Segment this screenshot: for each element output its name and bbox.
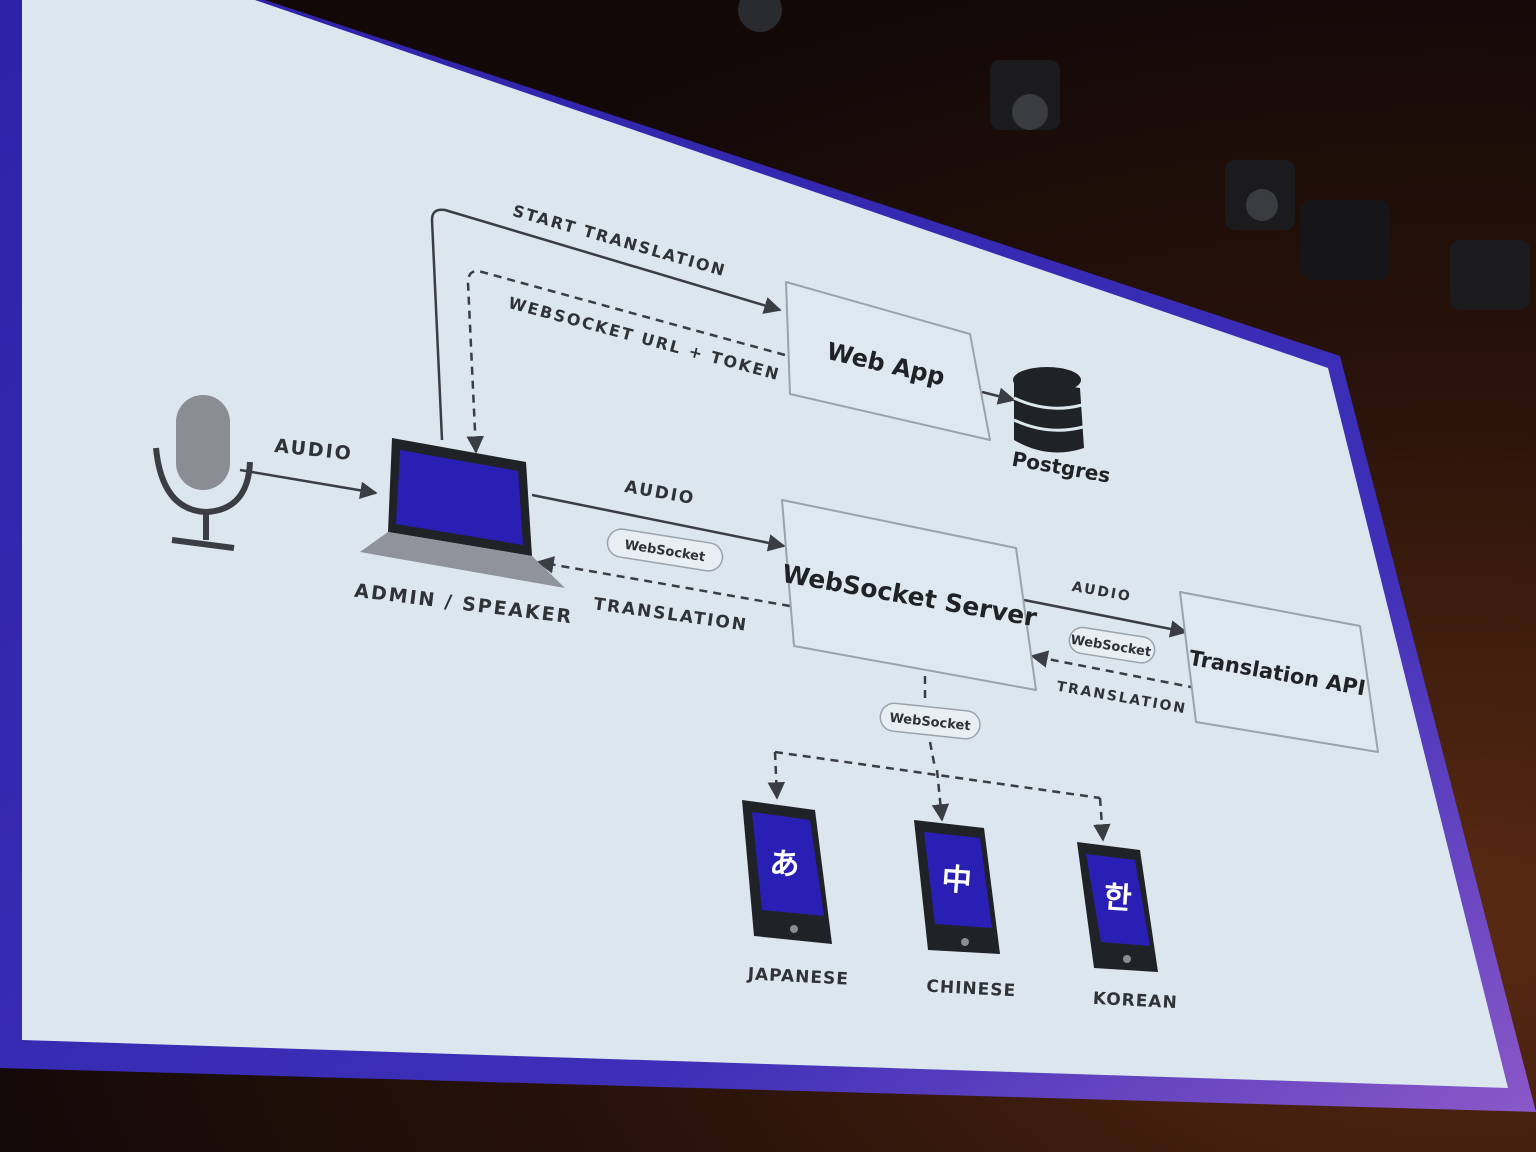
glyph-japanese: あ [768, 846, 800, 883]
web-app-box [785, 281, 991, 441]
glyph-korean: 한 [1103, 880, 1133, 917]
microphone-icon [153, 395, 253, 551]
audio-to-server-arrow [531, 493, 786, 552]
websocket-server-box [781, 499, 1037, 691]
websocket-url-arrow [466, 269, 786, 454]
websocket-pill-clients: WebSocket [879, 702, 981, 740]
phone-korean-icon [1077, 842, 1158, 972]
mic-audio-arrow [239, 468, 378, 500]
translation-api-box [1179, 591, 1379, 753]
glyph-chinese: 中 [940, 862, 972, 899]
label-chinese: CHINESE [926, 977, 1017, 1002]
postgres-db-icon [1013, 367, 1084, 453]
stage-lights [738, 0, 1530, 310]
client-fanout-arrows [767, 676, 1111, 842]
webapp-to-db-arrow [981, 387, 1016, 405]
slide-surface [22, 0, 1508, 1088]
start-translation-arrow [430, 208, 782, 441]
websocket-pill-admin: WebSocket [606, 528, 724, 572]
phone-chinese-icon [914, 820, 1000, 954]
phone-japanese-icon [742, 800, 832, 944]
laptop-icon [360, 438, 565, 588]
label-korean: KOREAN [1092, 989, 1178, 1013]
translation-back-arrow [536, 556, 791, 608]
audio-to-api-arrow [1023, 598, 1188, 638]
